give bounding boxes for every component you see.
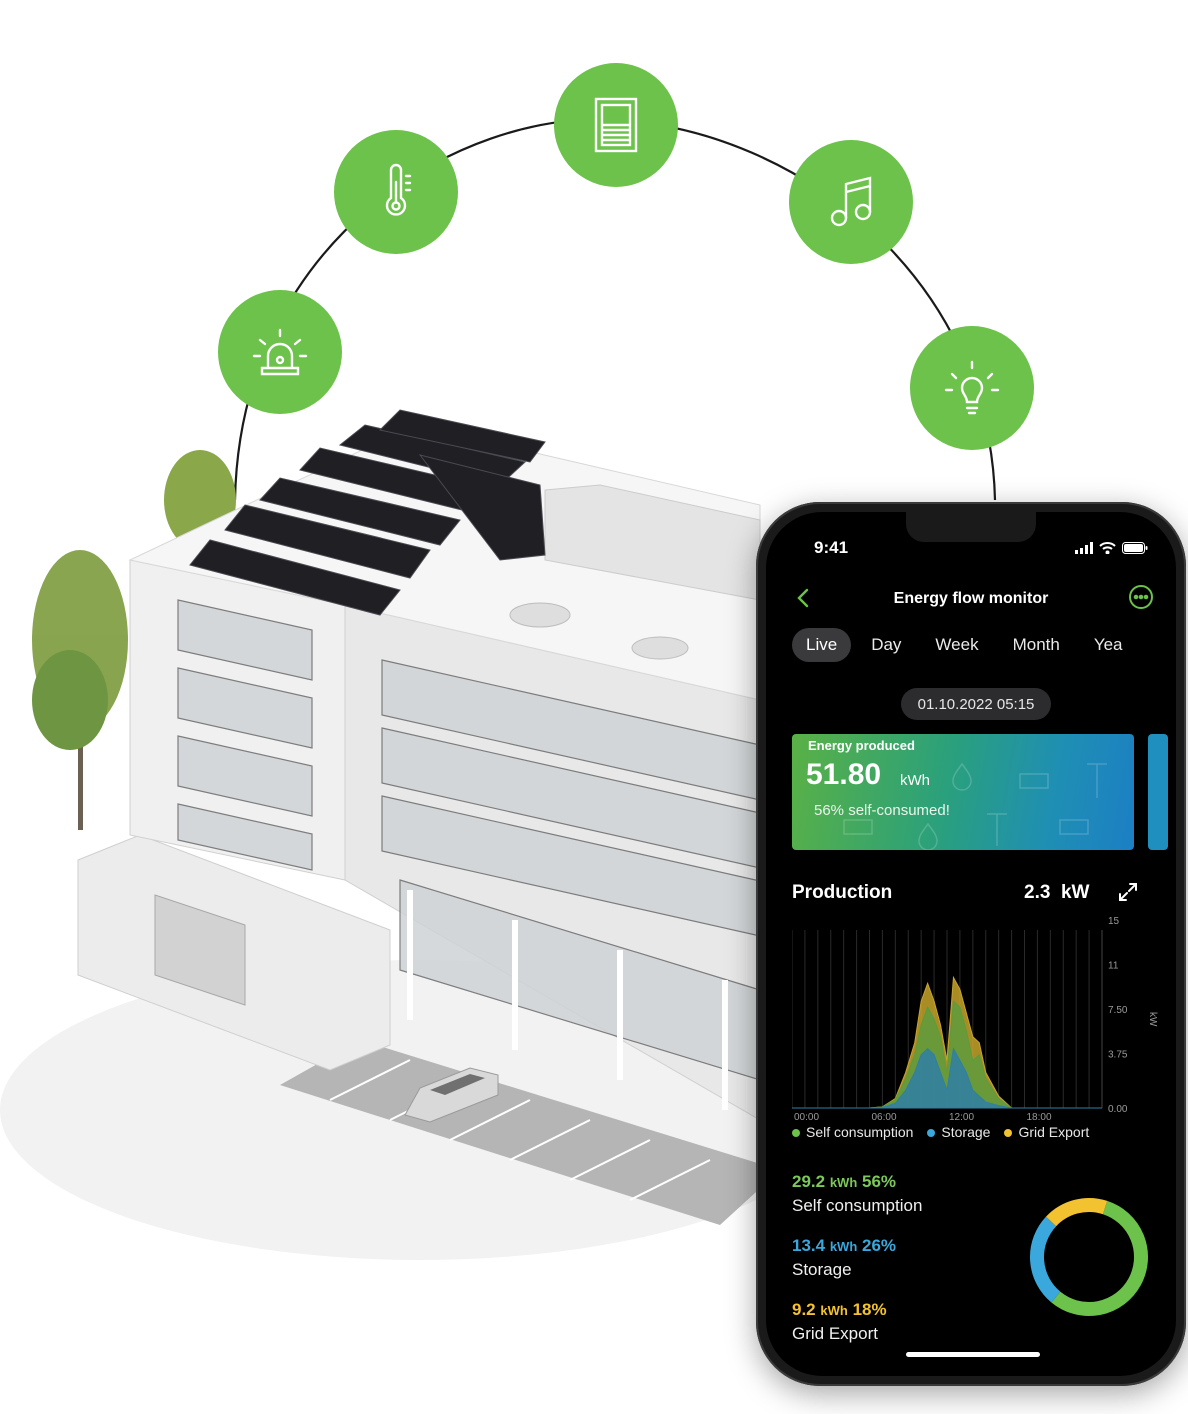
self-consumed-text: 56% self-consumed! [814, 802, 950, 819]
y-tick-label: 0.00 [1108, 1104, 1128, 1115]
area-self-consumption [792, 1000, 1102, 1109]
home-indicator[interactable] [906, 1352, 1040, 1357]
tree-left [32, 550, 128, 830]
tab-week[interactable]: Week [935, 635, 979, 654]
period-tabs: Live Day Week Month Yea [792, 628, 1176, 662]
signal-icon [1075, 542, 1093, 554]
status-time: 9:41 [814, 538, 849, 557]
energy-produced-card[interactable]: Energy produced 51.80 kWh 56% self-consu… [792, 734, 1134, 850]
y-tick-label: 3.75 [1108, 1050, 1128, 1061]
phone-screen: 9:41 Energy flow monitor Live Day Week M… [766, 512, 1176, 1376]
alarm-node[interactable] [218, 290, 342, 414]
tab-year[interactable]: Yea [1093, 635, 1123, 654]
blinds-icon [594, 97, 638, 153]
x-tick-label: 06:00 [872, 1112, 897, 1123]
wifi-icon [1099, 542, 1116, 554]
more-options-icon[interactable] [1128, 584, 1154, 610]
siren-icon [252, 328, 308, 376]
blinds-node[interactable] [554, 63, 678, 187]
car [404, 1067, 499, 1123]
climate-node[interactable] [334, 130, 458, 254]
battery-icon [1122, 542, 1148, 554]
parking-lot [280, 1040, 780, 1225]
legend-grid-export: Grid Export [1004, 1124, 1089, 1140]
app-header: Energy flow monitor [766, 582, 1176, 616]
lighting-node[interactable] [910, 326, 1034, 450]
back-chevron-icon[interactable] [792, 586, 816, 610]
tab-month[interactable]: Month [1012, 635, 1060, 654]
stat-grid-export: 9.2 kWh 18% Grid Export [792, 1300, 887, 1343]
phone-device: 9:41 Energy flow monitor Live Day Week M… [756, 502, 1186, 1386]
thermometer-icon [385, 163, 412, 216]
legend-storage: Storage [927, 1124, 990, 1140]
chart-legend: Self consumption Storage Grid Export [792, 1124, 1162, 1140]
y-axis-label: kW [1147, 1012, 1158, 1027]
tab-live[interactable]: Live [792, 628, 852, 662]
x-tick-label: 12:00 [949, 1112, 974, 1123]
page-title: Energy flow monitor [893, 590, 1049, 607]
music-icon [830, 176, 872, 227]
x-tick-label: 18:00 [1027, 1112, 1052, 1123]
tab-day[interactable]: Day [871, 635, 902, 654]
solar-panels [189, 409, 546, 616]
stat-self-consumption: 29.2 kWh 56% Self consumption [792, 1172, 923, 1215]
x-tick-label: 00:00 [794, 1112, 819, 1123]
date-selector[interactable]: 01.10.2022 05:15 [901, 688, 1051, 720]
energy-value: 51.80 [806, 758, 882, 791]
next-card-peek[interactable] [1148, 734, 1168, 850]
production-value: 2.3 kW [1024, 882, 1090, 903]
area-storage [792, 1047, 1102, 1109]
lightbulb-icon [944, 360, 1000, 415]
production-chart: 00:00 06:00 12:00 18:00 15 11 7.50 3.75 0.00 kW [792, 916, 1158, 1123]
y-tick-label: 11 [1108, 961, 1119, 972]
y-tick-label: 7.50 [1108, 1005, 1128, 1016]
dynamic-island [906, 512, 1036, 542]
status-icons [1075, 542, 1148, 554]
distribution-donut [1030, 1198, 1148, 1316]
expand-icon[interactable] [1116, 880, 1140, 904]
donut-slice-storage [1030, 1216, 1061, 1303]
energy-label: Energy produced [808, 738, 915, 753]
donut-slice-self-consumption [1051, 1200, 1148, 1316]
stat-storage: 13.4 kWh 26% Storage [792, 1236, 897, 1279]
legend-self-consumption: Self consumption [792, 1124, 913, 1140]
audio-node[interactable] [789, 140, 913, 264]
y-tick-label: 15 [1108, 916, 1120, 927]
donut-slice-grid-export [1045, 1198, 1108, 1227]
energy-unit: kWh [900, 772, 930, 789]
production-title: Production [792, 882, 893, 903]
card-pattern [843, 762, 1107, 850]
